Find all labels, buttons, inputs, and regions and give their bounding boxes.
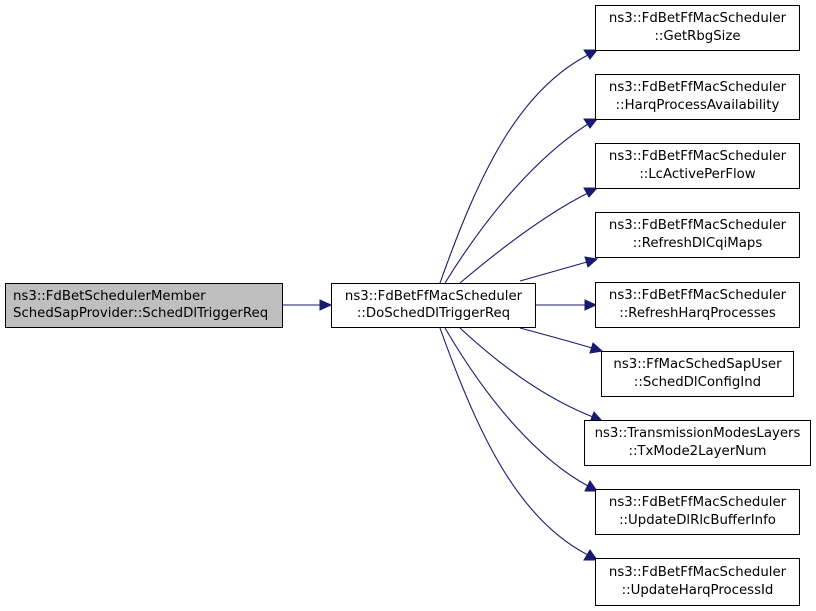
edge-center-to-lcactiveperflow (459, 192, 589, 284)
edge-center-to-scheddlconfigind (519, 327, 593, 349)
callee-node-box (601, 351, 794, 397)
center-node-line2: ::DoSchedDlTriggerReq (357, 306, 510, 321)
callee-node-line2: ::GetRbgSize (654, 29, 740, 44)
root-node-line1: ns3::FdBetSchedulerMember (13, 289, 206, 304)
edge-center-to-updatedlrlcbufferinfo-arrow (584, 480, 598, 492)
edge-center-to-getrbgsize-arrow (583, 49, 599, 60)
callee-node-line1: ns3::FdBetFfMacScheduler (609, 495, 787, 510)
callee-node-box (595, 489, 800, 535)
center-node[interactable]: ns3::FdBetFfMacScheduler ::DoSchedDlTrig… (331, 283, 536, 328)
root-node[interactable]: ns3::FdBetSchedulerMember SchedSapProvid… (5, 283, 283, 328)
callee-node-box (595, 143, 800, 189)
callee-node-txmode2layernum[interactable]: ns3::TransmissionModesLayers ::TxMode2La… (584, 420, 811, 466)
callee-node-box (595, 282, 800, 328)
edges (283, 49, 604, 561)
edge-center-to-harqprocessavailability (444, 123, 589, 284)
callee-node-updatedlrlcbufferinfo[interactable]: ns3::FdBetFfMacScheduler ::UpdateDlRlcBu… (595, 489, 800, 535)
callee-node-line2: ::SchedDlConfigInd (634, 375, 761, 390)
callee-node-box (595, 212, 800, 258)
callee-node-line1: ns3::FdBetFfMacScheduler (609, 149, 787, 164)
center-node-box (331, 283, 536, 328)
edge-center-to-updateharqprocessid-arrow (583, 549, 598, 561)
edge-center-to-lcactiveperflow-arrow (583, 187, 599, 198)
callee-node-lcactiveperflow[interactable]: ns3::FdBetFfMacScheduler ::LcActivePerFl… (595, 143, 800, 189)
edge-center-to-txmode2layernum (459, 327, 594, 418)
callee-node-box (595, 558, 800, 606)
callee-node-box (595, 74, 800, 120)
edge-center-to-getrbgsize (439, 54, 589, 284)
callee-node-line2: ::RefreshDlCqiMaps (633, 236, 763, 251)
callee-node-harqprocessavailability[interactable]: ns3::FdBetFfMacScheduler ::HarqProcessAv… (595, 74, 800, 120)
callee-node-line1: ns3::FfMacSchedSapUser (613, 357, 782, 372)
callee-node-line2: ::RefreshHarqProcesses (619, 306, 776, 321)
callee-node-line2: ::UpdateHarqProcessId (622, 583, 774, 598)
callee-node-box (584, 420, 811, 466)
callee-node-getrbgsize[interactable]: ns3::FdBetFfMacScheduler ::GetRbgSize (595, 5, 800, 51)
callee-node-line2: ::UpdateDlRlcBufferInfo (619, 513, 776, 528)
callee-node-refreshharqprocesses[interactable]: ns3::FdBetFfMacScheduler ::RefreshHarqPr… (595, 282, 800, 328)
callee-node-line1: ns3::FdBetFfMacScheduler (609, 288, 787, 303)
callee-node-line1: ns3::FdBetFfMacScheduler (609, 565, 787, 580)
callee-node-updateharqprocessid[interactable]: ns3::FdBetFfMacScheduler ::UpdateHarqPro… (595, 558, 800, 606)
edge-center-to-harqprocessavailability-arrow (583, 118, 599, 129)
callee-node-scheddlconfigind[interactable]: ns3::FfMacSchedSapUser ::SchedDlConfigIn… (601, 351, 794, 397)
edge-center-to-refreshdlcqimaps-arrow (584, 256, 599, 268)
center-node-line1: ns3::FdBetFfMacScheduler (345, 289, 523, 304)
edge-center-to-updatedlrlcbufferinfo (444, 327, 589, 487)
edge-center-to-refreshharqprocesses-arrow (584, 299, 598, 311)
callee-node-line2: ::TxMode2LayerNum (628, 444, 766, 459)
callee-node-line1: ns3::FdBetFfMacScheduler (609, 11, 787, 26)
callee-node-line1: ns3::FdBetFfMacScheduler (609, 80, 787, 95)
edge-center-to-refreshdlcqimaps (519, 261, 588, 282)
callee-node-line1: ns3::TransmissionModesLayers (595, 426, 801, 441)
callee-node-line2: ::LcActivePerFlow (639, 167, 755, 182)
callee-node-box (595, 5, 800, 51)
root-node-box (5, 283, 283, 328)
callee-node-refreshdlcqimaps[interactable]: ns3::FdBetFfMacScheduler ::RefreshDlCqiM… (595, 212, 800, 258)
edge-center-to-scheddlconfigind-arrow (589, 342, 604, 354)
edge-root-to-center-arrow (319, 299, 333, 311)
edge-center-to-updateharqprocessid (439, 327, 589, 556)
root-node-line2: SchedSapProvider::SchedDlTriggerReq (13, 306, 268, 321)
callee-node-line2: ::HarqProcessAvailability (616, 98, 780, 113)
callee-node-line1: ns3::FdBetFfMacScheduler (609, 218, 787, 233)
